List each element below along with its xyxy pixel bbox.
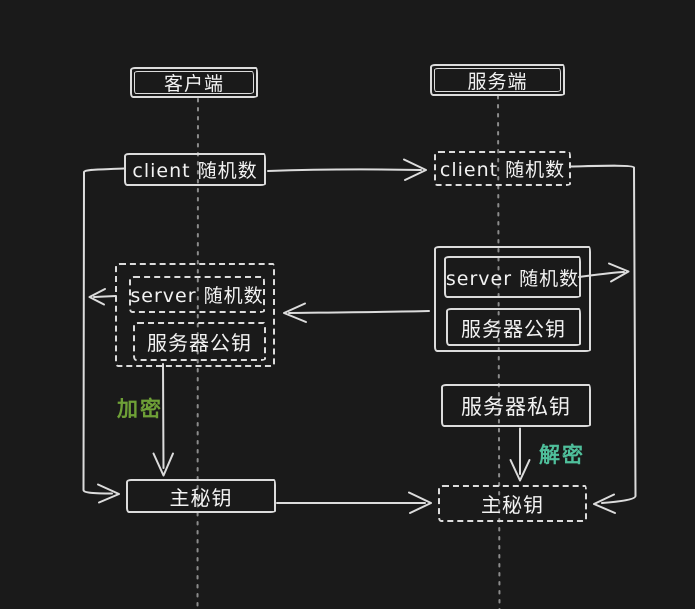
master-secret-left-box: 主秘钥 [126, 479, 276, 513]
client-random-right-box: client 随机数 [434, 151, 571, 186]
client-received-group-box: server 随机数 服务器公钥 [115, 263, 275, 367]
master-secret-left-label: 主秘钥 [169, 485, 233, 510]
encrypt-label: 加密 [117, 397, 163, 421]
actor-server-box: 服务端 [430, 64, 565, 96]
arrow-client-random [267, 158, 427, 181]
arrow-group-to-left-line [88, 288, 117, 306]
master-secret-right-label: 主秘钥 [481, 493, 544, 517]
server-pubkey-right-box: 服务器公钥 [446, 308, 581, 346]
master-secret-right-box: 主秘钥 [438, 485, 587, 522]
arrow-decrypt-down [509, 427, 531, 482]
client-random-left-box: client 随机数 [124, 153, 266, 186]
actor-client-label: 客户端 [163, 73, 224, 95]
client-random-left-label: client 随机数 [132, 160, 258, 182]
server-random-right-label: server 随机数 [445, 267, 580, 290]
server-private-key-box: 服务器私钥 [441, 384, 591, 427]
server-random-left-box: server 随机数 [129, 276, 265, 313]
actor-client-box: 客户端 [130, 67, 258, 98]
server-pubkey-right-label: 服务器公钥 [461, 316, 566, 341]
decrypt-label: 解密 [539, 443, 585, 467]
arrow-server-group-to-client [283, 302, 430, 323]
client-random-right-label: client 随机数 [439, 159, 566, 181]
actor-server-label: 服务端 [467, 70, 528, 93]
server-private-key-label: 服务器私钥 [461, 394, 571, 419]
server-pubkey-left-box: 服务器公钥 [133, 322, 266, 361]
arrow-master-secret [276, 491, 432, 514]
server-sent-group-box: server 随机数 服务器公钥 [434, 246, 591, 352]
server-random-right-box: server 随机数 [444, 256, 581, 298]
server-pubkey-left-label: 服务器公钥 [147, 331, 252, 355]
server-random-left-label: server 随机数 [130, 285, 264, 307]
